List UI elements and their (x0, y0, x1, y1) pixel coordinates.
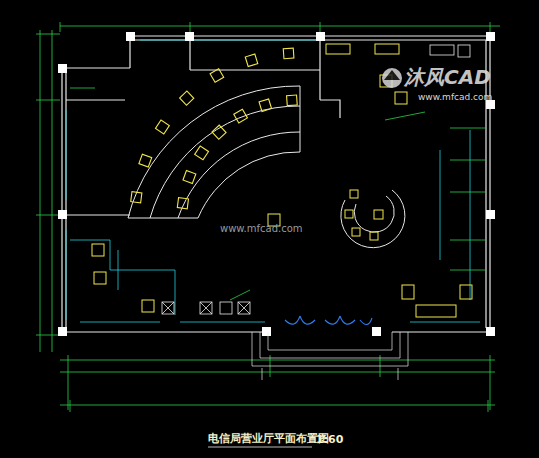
chair-symbol (183, 171, 196, 184)
watermark: 沐风CAD (404, 66, 491, 88)
watermark-url: www.mfcad.com (418, 93, 492, 103)
chair-symbol (283, 48, 294, 59)
chair-symbol (180, 91, 194, 105)
chair-symbol (177, 198, 188, 209)
chair-symbol (195, 146, 209, 160)
chair-symbol (234, 109, 248, 123)
drawing-title: 电信局营业厅平面布置图 (208, 433, 329, 445)
chair-symbol (131, 192, 142, 203)
chair-symbol (155, 120, 169, 134)
chair-symbol (245, 54, 257, 66)
chair-symbol (259, 99, 271, 111)
watermark-url: www.mfcad.com (220, 223, 303, 234)
chair-symbol (139, 154, 152, 167)
chair-symbol (212, 125, 226, 139)
chair-symbol (210, 69, 224, 83)
scale-label: 1:60 (316, 434, 343, 446)
chair-symbol (287, 95, 298, 106)
